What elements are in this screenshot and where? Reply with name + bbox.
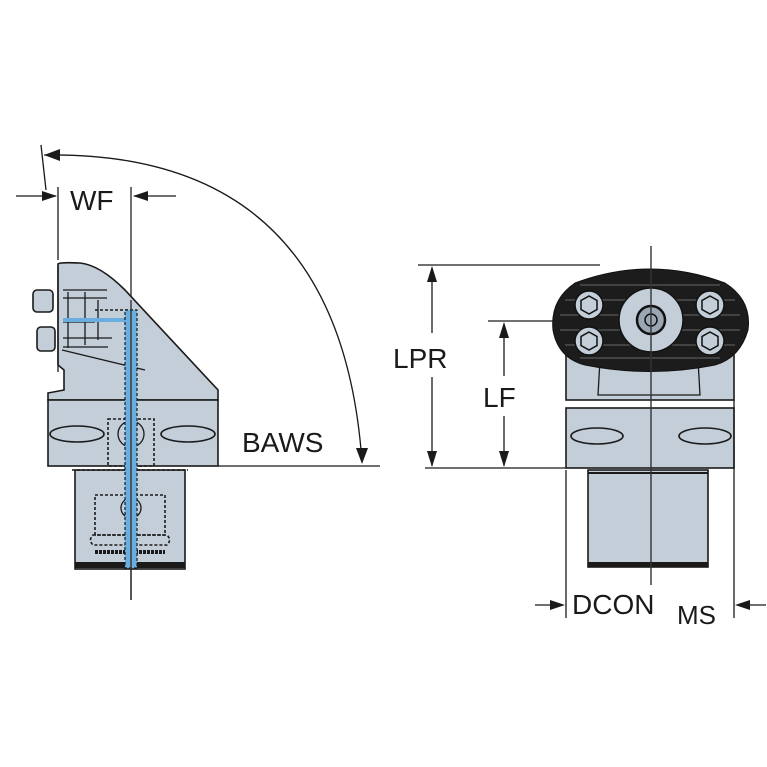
baws-arc-arrow-end	[356, 448, 368, 464]
front-screw-bottom-right	[695, 326, 725, 356]
front-screw-top-left	[574, 290, 604, 320]
side-shank-groove	[89, 534, 171, 546]
baws-label: BAWS	[242, 427, 323, 458]
front-inner-recess	[597, 359, 701, 396]
wf-arrow-right	[133, 191, 148, 201]
side-slot-right	[160, 425, 216, 443]
baws-arc-arrow-start	[44, 149, 60, 161]
front-view: LPR LF	[393, 246, 766, 630]
hex-socket-icon	[580, 295, 598, 315]
side-head-internal-detail	[57, 266, 146, 372]
lpr-arrow-top	[427, 266, 437, 282]
side-view: WF	[16, 144, 380, 600]
lf-label: LF	[483, 382, 516, 413]
wf-arrow-left	[42, 191, 57, 201]
lpr-label: LPR	[393, 343, 447, 374]
wf-label: WF	[70, 185, 114, 216]
lf-arrow-top	[499, 322, 509, 338]
baws-angle-arc	[43, 154, 363, 463]
hex-socket-icon	[701, 295, 719, 315]
lpr-arrow-bottom	[427, 451, 437, 467]
side-slot-left	[49, 425, 105, 443]
baws-reference-line-top	[40, 144, 47, 191]
dcon-arrow-left	[550, 600, 565, 610]
front-slot-right	[678, 427, 732, 445]
side-clamp-nub-bottom	[36, 326, 56, 352]
front-slot-left	[570, 427, 624, 445]
front-shank-base	[588, 562, 708, 567]
front-shank	[587, 469, 709, 568]
hex-socket-icon	[701, 331, 719, 351]
dcon-label: DCON	[572, 589, 654, 620]
side-clamp-nub-top	[32, 289, 54, 313]
front-screw-bottom-left	[574, 326, 604, 356]
lf-arrow-bottom	[499, 451, 509, 467]
dcon-arrow-right	[735, 600, 750, 610]
dcon-subscript: MS	[677, 600, 716, 630]
front-screw-top-right	[695, 290, 725, 320]
hex-socket-icon	[580, 331, 598, 351]
